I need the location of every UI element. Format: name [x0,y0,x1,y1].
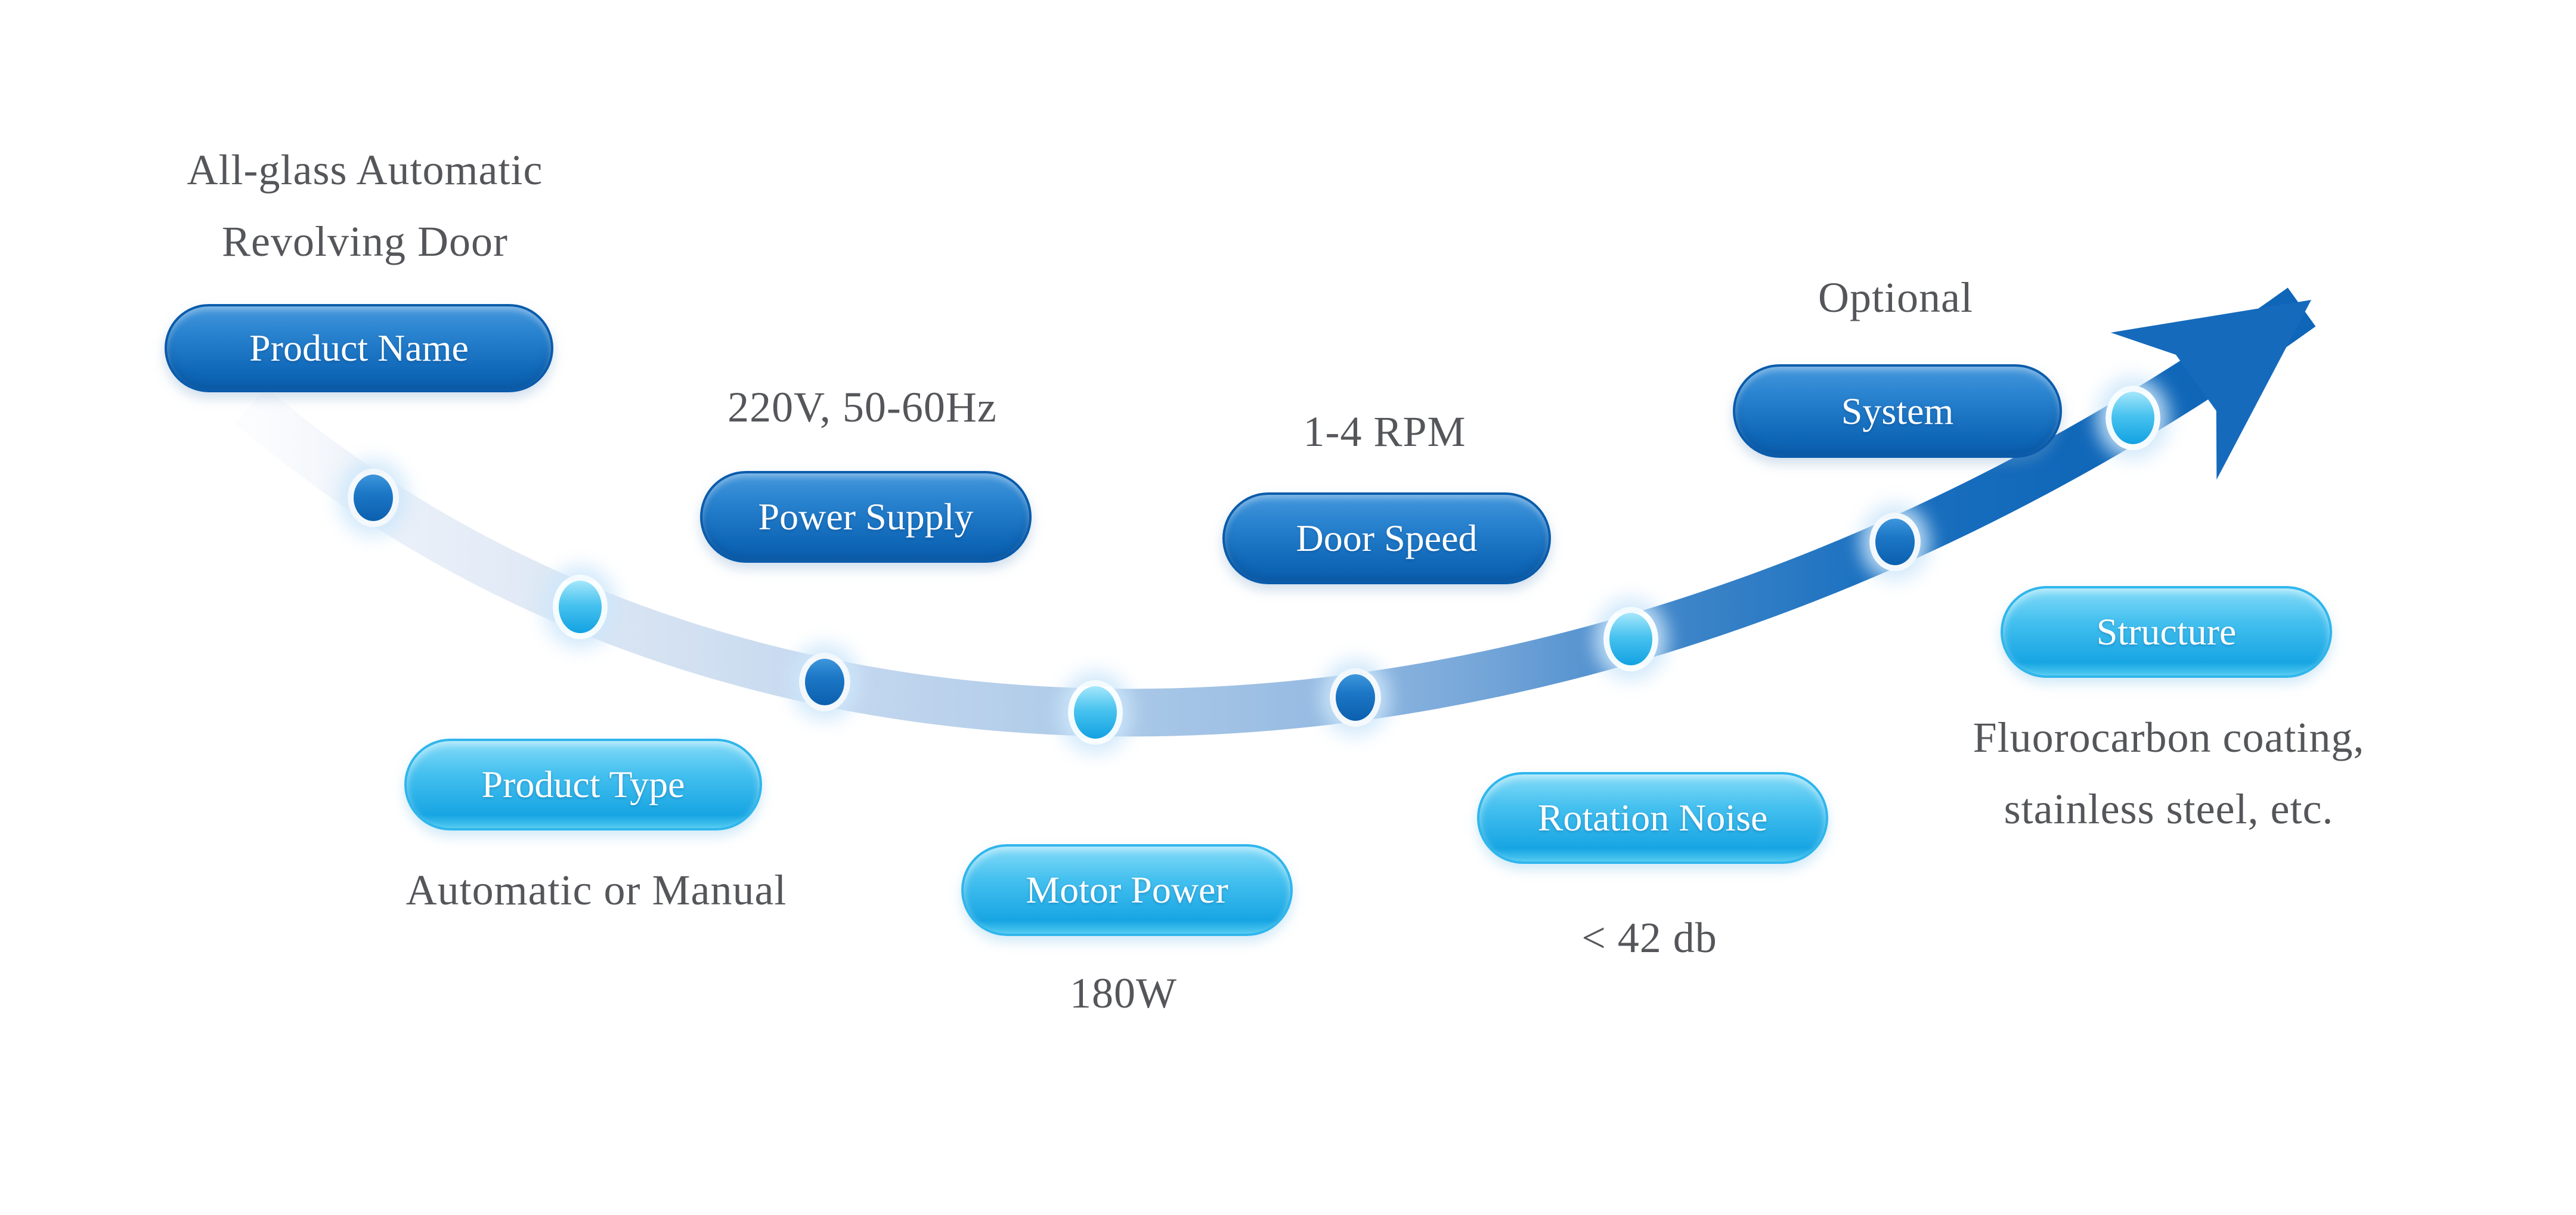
structure-note: Fluorocarbon coating, stainless steel, e… [1973,702,2365,845]
product-type-badge: Product Type [404,739,762,830]
note-line: Fluorocarbon coating, [1973,714,2365,761]
door-speed-badge: Door Speed [1222,492,1551,584]
rotation-noise-note: < 42 db [1581,902,1717,974]
timeline-dot-6 [1603,606,1658,671]
product-name-badge: Product Name [165,304,553,392]
timeline-dot-1 [348,468,400,527]
system-badge: System [1733,364,2062,458]
rotation-noise-badge: Rotation Noise [1477,772,1828,864]
power-supply-note: 220V, 50-60Hz [727,371,997,443]
note-line: 1-4 RPM [1303,408,1466,455]
note-line: < 42 db [1581,914,1717,962]
note-line: Revolving Door [222,218,508,265]
timeline-dot-3 [798,653,850,712]
note-line: All-glass Automatic [187,146,543,194]
note-line: 180W [1070,969,1177,1017]
structure-badge: Structure [2001,586,2332,678]
note-line: Automatic or Manual [405,866,787,914]
note-line: 220V, 50-60Hz [727,383,997,431]
product-name-note: All-glass Automatic Revolving Door [187,134,543,277]
door-speed-note: 1-4 RPM [1303,396,1466,467]
timeline-dot-2 [552,575,608,640]
trend-curve [235,287,2316,737]
motor-power-note: 180W [1070,957,1177,1029]
timeline-dot-4 [1067,680,1123,745]
note-line: Optional [1818,274,1973,321]
product-type-note: Automatic or Manual [406,854,787,926]
timeline-dot-7 [1869,512,1921,571]
timeline-dot-8 [2106,385,2161,450]
timeline-dot-5 [1329,668,1381,727]
power-supply-badge: Power Supply [700,471,1032,563]
system-note: Optional [1818,262,1973,333]
note-line: stainless steel, etc. [2004,785,2334,833]
arrowhead-icon [2110,300,2311,480]
motor-power-badge: Motor Power [961,844,1293,936]
